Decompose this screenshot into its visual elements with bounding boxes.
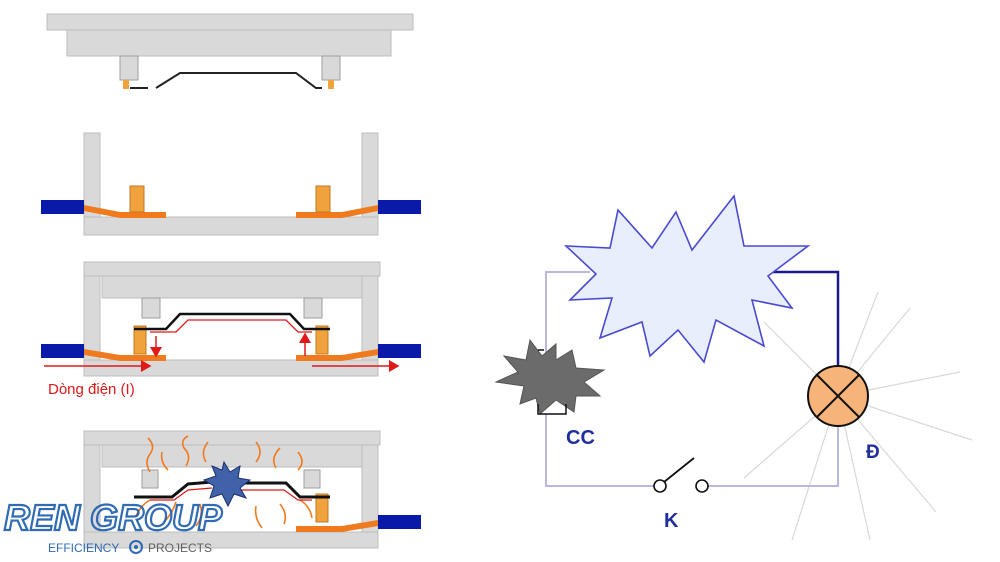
panel3-current-path (150, 319, 312, 333)
panel4-left-holder (141, 469, 159, 489)
panel2-left-wall (83, 132, 101, 218)
panel3-right-terminal (378, 344, 421, 358)
panel2-right-contact (296, 205, 378, 218)
panel3-left-terminal (41, 344, 84, 358)
panel3-left-holder (141, 297, 161, 319)
label-switch: K (664, 510, 679, 532)
panel3-right-wall (361, 275, 379, 361)
panel4-current-left (150, 487, 213, 501)
panel4-base-plate (83, 531, 379, 549)
panel2-right-terminal (378, 200, 421, 214)
panel3-top-plate (83, 261, 381, 277)
label-fuse: CC (566, 427, 595, 449)
panel4-body (101, 444, 363, 468)
panel3-fuse-wire (134, 312, 330, 331)
gear-icon (129, 540, 143, 554)
panel1-body (66, 29, 392, 57)
wire-left-top (545, 271, 590, 356)
logo-tagline-right: PROJECTS (148, 541, 212, 555)
panel3-right-clip (315, 325, 329, 355)
panel3-left-wall (83, 275, 101, 361)
logo-brand: REN GROUP (4, 497, 223, 538)
panel2-base-plate (83, 216, 379, 236)
wire-top-right (760, 270, 840, 366)
panel3-right-contact (296, 349, 378, 361)
panel1-fuse-wire (155, 72, 322, 89)
explosion-burst (563, 194, 811, 364)
circuit-diagram: CC Đ K (494, 194, 973, 541)
panel3-left-clip (133, 325, 147, 355)
panel1-right-holder (321, 55, 341, 81)
logo-tagline-left: EFFICIENCY (48, 541, 119, 555)
panel3-body (101, 275, 363, 299)
panel4-current-right (240, 489, 312, 501)
panel1-left-pin (123, 80, 129, 89)
panel4-top-plate (83, 430, 381, 446)
panel2-right-wall (361, 132, 379, 218)
panel4-right-clip (315, 493, 329, 523)
panel3-left-contact (84, 349, 166, 361)
panel2-right-clip (315, 185, 331, 213)
panel1-top-plate (46, 13, 414, 31)
panel-fuse-link (46, 13, 414, 89)
wire-left-bottom (545, 414, 654, 487)
panel2-left-clip (129, 185, 145, 213)
panel4-right-contact (296, 520, 378, 532)
panel4-right-holder (303, 469, 321, 489)
panel4-wire-right (240, 481, 330, 499)
panel3-base-plate (83, 359, 379, 377)
panel4-right-terminal (378, 515, 421, 529)
fuse-spark-burst (494, 338, 606, 415)
switch-lever (663, 457, 695, 483)
label-lamp: Đ (866, 442, 880, 463)
wire-bottom-right (708, 426, 839, 487)
ren-group-logo: REN GROUP EFFICIENCY PROJECTS (3, 496, 224, 555)
panel2-left-terminal (41, 200, 84, 214)
fuse-symbol (537, 404, 567, 415)
panel-fuse-base (41, 132, 421, 236)
panel3-right-holder (303, 297, 323, 319)
current-label: Dòng điện (I) (48, 381, 135, 398)
panel-fuse-blow (83, 430, 421, 549)
panel4-right-wall (361, 444, 379, 534)
panel1-right-pin (328, 80, 334, 89)
switch-right-contact (695, 479, 709, 493)
panel1-left-holder (119, 55, 139, 81)
lamp-cross-b (816, 374, 860, 418)
switch-left-contact (653, 479, 667, 493)
panel2-left-contact (84, 205, 166, 218)
fuse-blow-spark (202, 460, 252, 508)
panel-current-flow: Dòng điện (I) (41, 261, 421, 398)
heat-lines (135, 435, 313, 529)
panel4-wire-left (134, 480, 213, 499)
